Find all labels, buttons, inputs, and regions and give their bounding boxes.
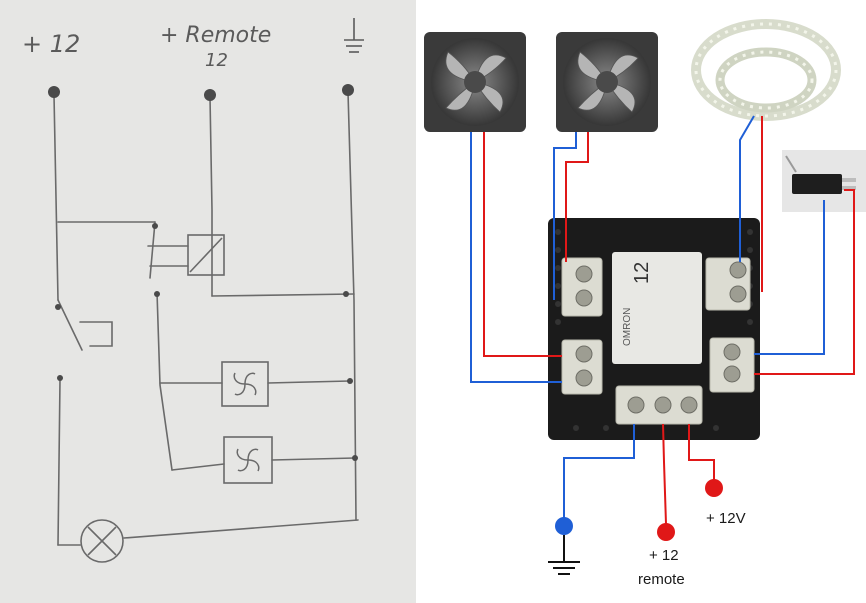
switch-actuator [79,321,113,347]
ground-icon [548,535,580,575]
relay-board: OMRON 12 [548,218,760,440]
connector-12v [705,479,723,497]
wire-lamp-out [123,519,359,539]
junction-dot [154,291,160,297]
relay-number: 12 [631,262,653,284]
relay-contact [149,221,156,279]
relay-brand: OMRON [622,308,633,346]
wire-blue-fan1 [470,132,562,383]
hand-drawn-schematic: + 12 + Remote 12 [0,0,416,603]
junction-dot [352,455,358,461]
wiring-svg: OMRON 12 [424,19,866,588]
wire-fan-feed [156,291,173,471]
label-remote-12: 12 [205,50,228,71]
ground-icon [344,18,364,53]
wiring-illustration: OMRON 12 [416,0,866,603]
wire-blue-switch [754,200,825,355]
switch-blade [57,299,83,351]
wire-fan2-in [171,463,225,471]
junction-dot [55,304,61,310]
junction-dot [347,378,353,384]
wire-red-fan2 [565,132,589,262]
junction-dot [152,223,158,229]
terminal-remote [204,89,216,101]
relay-coil-icon [187,234,225,276]
wire-red-switch [754,189,855,375]
wire-plus12-lower [57,379,61,546]
lamp-icon [80,519,124,563]
wire-red-fan1 [483,132,562,357]
fan-icon [221,361,269,407]
wire-red-remote [662,423,667,525]
wire-coil-return [211,293,355,297]
fan-icon [424,32,526,132]
terminal-ground [342,84,354,96]
terminal-plus12 [48,86,60,98]
junction-dot [57,375,63,381]
connector-ground [555,517,573,535]
fan-icon [556,32,658,132]
junction-dot [343,291,349,297]
wire-plus12-upper [53,94,59,301]
wire-fan2-out [271,457,356,461]
relay-icon: OMRON 12 [612,252,702,364]
label-plus12: + 12 [649,547,679,564]
wire-blue-ground [563,424,635,520]
wire-remote [209,96,213,297]
wire-blue-fan2 [553,132,577,300]
wire-fan1-out [267,380,351,384]
terminal-block-switch [709,337,755,393]
label-12v: + 12V [706,510,746,527]
label-plus12: + 12 [22,30,80,58]
wire-blue-led [739,115,755,262]
label-remote: + Remote [160,23,271,48]
label-remote: remote [638,571,685,588]
led-strip-icon [691,19,841,121]
wire-red-12v [688,424,715,480]
wire-ground [347,91,357,521]
schematic-svg: + 12 + Remote 12 [22,18,364,563]
fan-icon [223,436,273,484]
connector-remote [657,523,675,541]
